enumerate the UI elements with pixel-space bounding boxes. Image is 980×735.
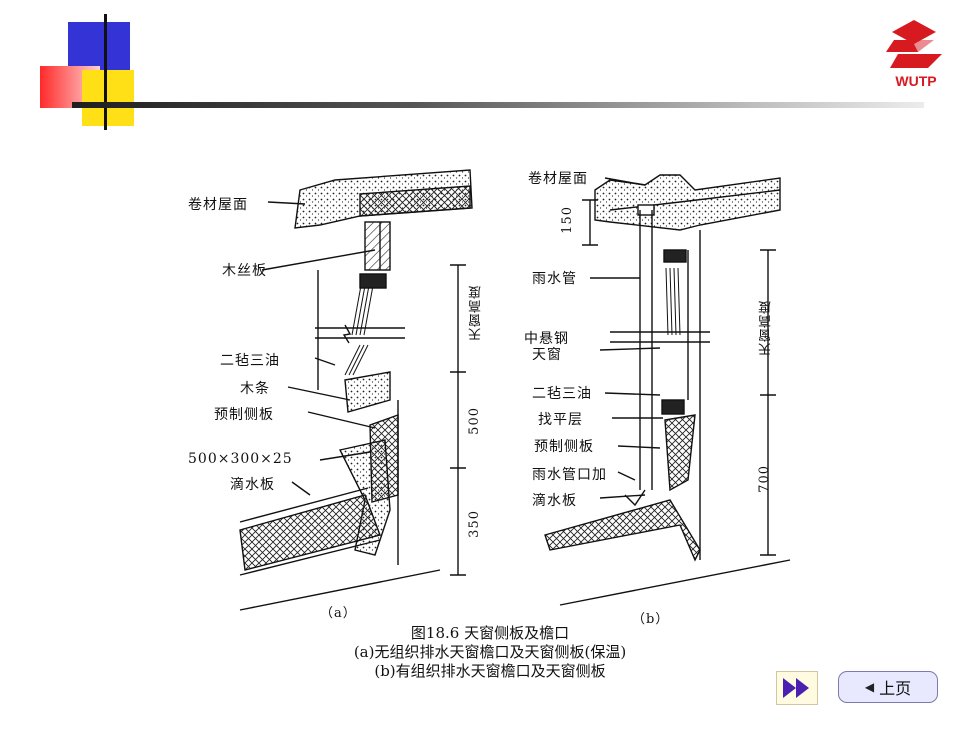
label-leveling: 找平层 [538,412,583,428]
label-felt-oil-a: 二毡三油 [220,353,280,369]
label-steel-window-1: 中悬钢 [524,331,569,347]
dim-window-height-a: 天窗高度 [469,285,484,341]
next-page-button[interactable] [776,671,818,705]
label-precast-panel-a: 预制侧板 [214,407,274,423]
figure-title: 图18.6 天窗侧板及檐口 [410,624,570,642]
header-rule [72,102,924,108]
double-arrow-right-icon [783,678,809,698]
dim-500: 500 [467,407,482,435]
label-roll-roof-b: 卷材屋面 [528,171,588,187]
label-wood-strip: 木条 [240,381,270,397]
label-pipe-outlet: 雨水管口加 [532,467,607,483]
section-drawing [239,169,791,611]
label-drip-board-b: 滴水板 [532,493,577,509]
arrow-left-icon: ◀ [864,680,875,694]
vertical-rule [104,14,107,130]
prev-page-button[interactable]: ◀ 上页 [838,671,938,703]
figure-caption-b: (b)有组织排水天窗檐口及天窗侧板 [374,662,606,680]
label-roll-roof-a: 卷材屋面 [188,197,248,213]
figure-caption-a: (a)无组织排水天窗檐口及天窗侧板(保温) [353,643,627,661]
label-steel-window-2: 天窗 [532,347,562,363]
dim-window-height-b: 天窗高度 [759,300,774,356]
dim-150: 150 [560,206,575,234]
skylight-diagram: 卷材屋面 木丝板 二毡三油 木条 预制侧板 500×300×25 滴水板 天窗高… [140,150,800,627]
label-wood-board: 木丝板 [222,263,267,279]
label-size-spec: 500×300×25 [188,451,293,467]
prev-page-label: 上页 [879,679,912,698]
yellow-square-decoration [82,70,134,126]
publisher-logo: WUTP [886,20,942,89]
sublabel-a: （a） [320,606,357,621]
sublabel-b: （b） [632,612,670,627]
label-felt-oil-b: 二毡三油 [532,386,592,402]
svg-text:WUTP: WUTP [895,73,936,89]
label-rain-pipe: 雨水管 [532,271,577,287]
dim-700: 700 [757,465,772,493]
label-precast-panel-b: 预制侧板 [534,439,594,455]
label-drip-board-a: 滴水板 [230,477,275,493]
dim-350: 350 [467,510,482,538]
